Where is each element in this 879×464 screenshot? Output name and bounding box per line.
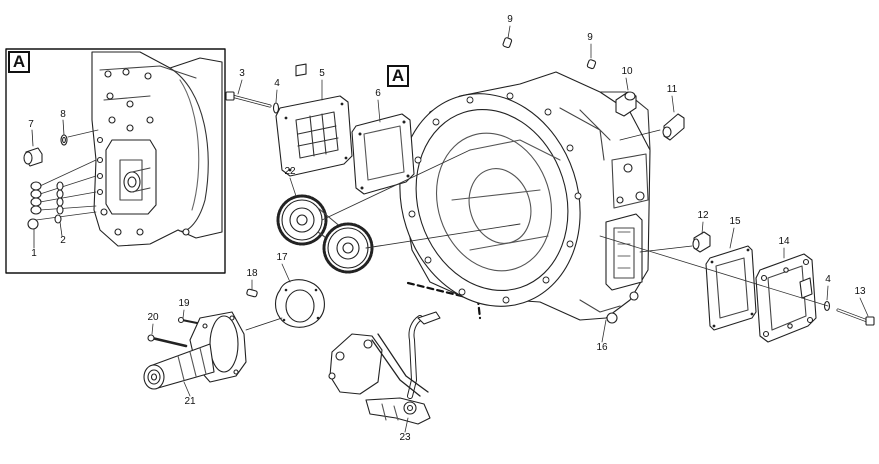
callout-22: 22: [284, 166, 296, 177]
pin-18: [246, 288, 258, 298]
plug-10: [615, 91, 637, 117]
plug-12: [639, 231, 711, 253]
cover-plate-6: [351, 113, 415, 195]
bolt-3: [225, 91, 272, 108]
callout-6: 6: [375, 88, 381, 99]
callout-8: 8: [60, 109, 66, 120]
callout-14: 14: [778, 236, 790, 247]
callout-4-left: 4: [274, 78, 280, 89]
callout-23: 23: [399, 432, 411, 443]
callout-10: 10: [621, 66, 633, 77]
callout-19: 19: [178, 298, 190, 309]
gears-22: [276, 149, 521, 274]
callout-16: 16: [596, 342, 608, 353]
bolt-20: [147, 334, 188, 348]
gasket-15: [705, 245, 757, 331]
flywheel-housing: [399, 37, 651, 324]
bolt-13: [836, 308, 875, 326]
callout-3: 3: [239, 68, 245, 79]
callout-2: 2: [60, 235, 66, 246]
callout-18: 18: [246, 268, 258, 279]
sensor-11: [619, 113, 685, 141]
callout-20: 20: [147, 312, 159, 323]
callout-9-top: 9: [507, 14, 513, 25]
callout-9-right: 9: [587, 32, 593, 43]
washer-4-left: [272, 102, 280, 114]
pump-assembly-23: [328, 311, 441, 425]
gasket-17: [274, 279, 325, 328]
callout-15: 15: [729, 216, 741, 227]
callout-12: 12: [697, 210, 709, 221]
callout-1: 1: [31, 248, 37, 259]
detail-a-inset: [5, 48, 226, 274]
callout-13: 13: [854, 286, 866, 297]
detail-a-tag: A: [8, 51, 30, 73]
main-view-a-tag: A: [387, 65, 409, 87]
callout-17: 17: [276, 252, 288, 263]
callout-11: 11: [666, 84, 678, 95]
callout-4-right: 4: [825, 274, 831, 285]
callout-21: 21: [184, 396, 196, 407]
callout-5: 5: [319, 68, 325, 79]
cover-14: [755, 253, 817, 343]
cover-gasket-5: [275, 63, 353, 177]
callout-leaders: [151, 25, 869, 433]
callout-7: 7: [28, 119, 34, 130]
pto-housing-21: [143, 311, 247, 390]
